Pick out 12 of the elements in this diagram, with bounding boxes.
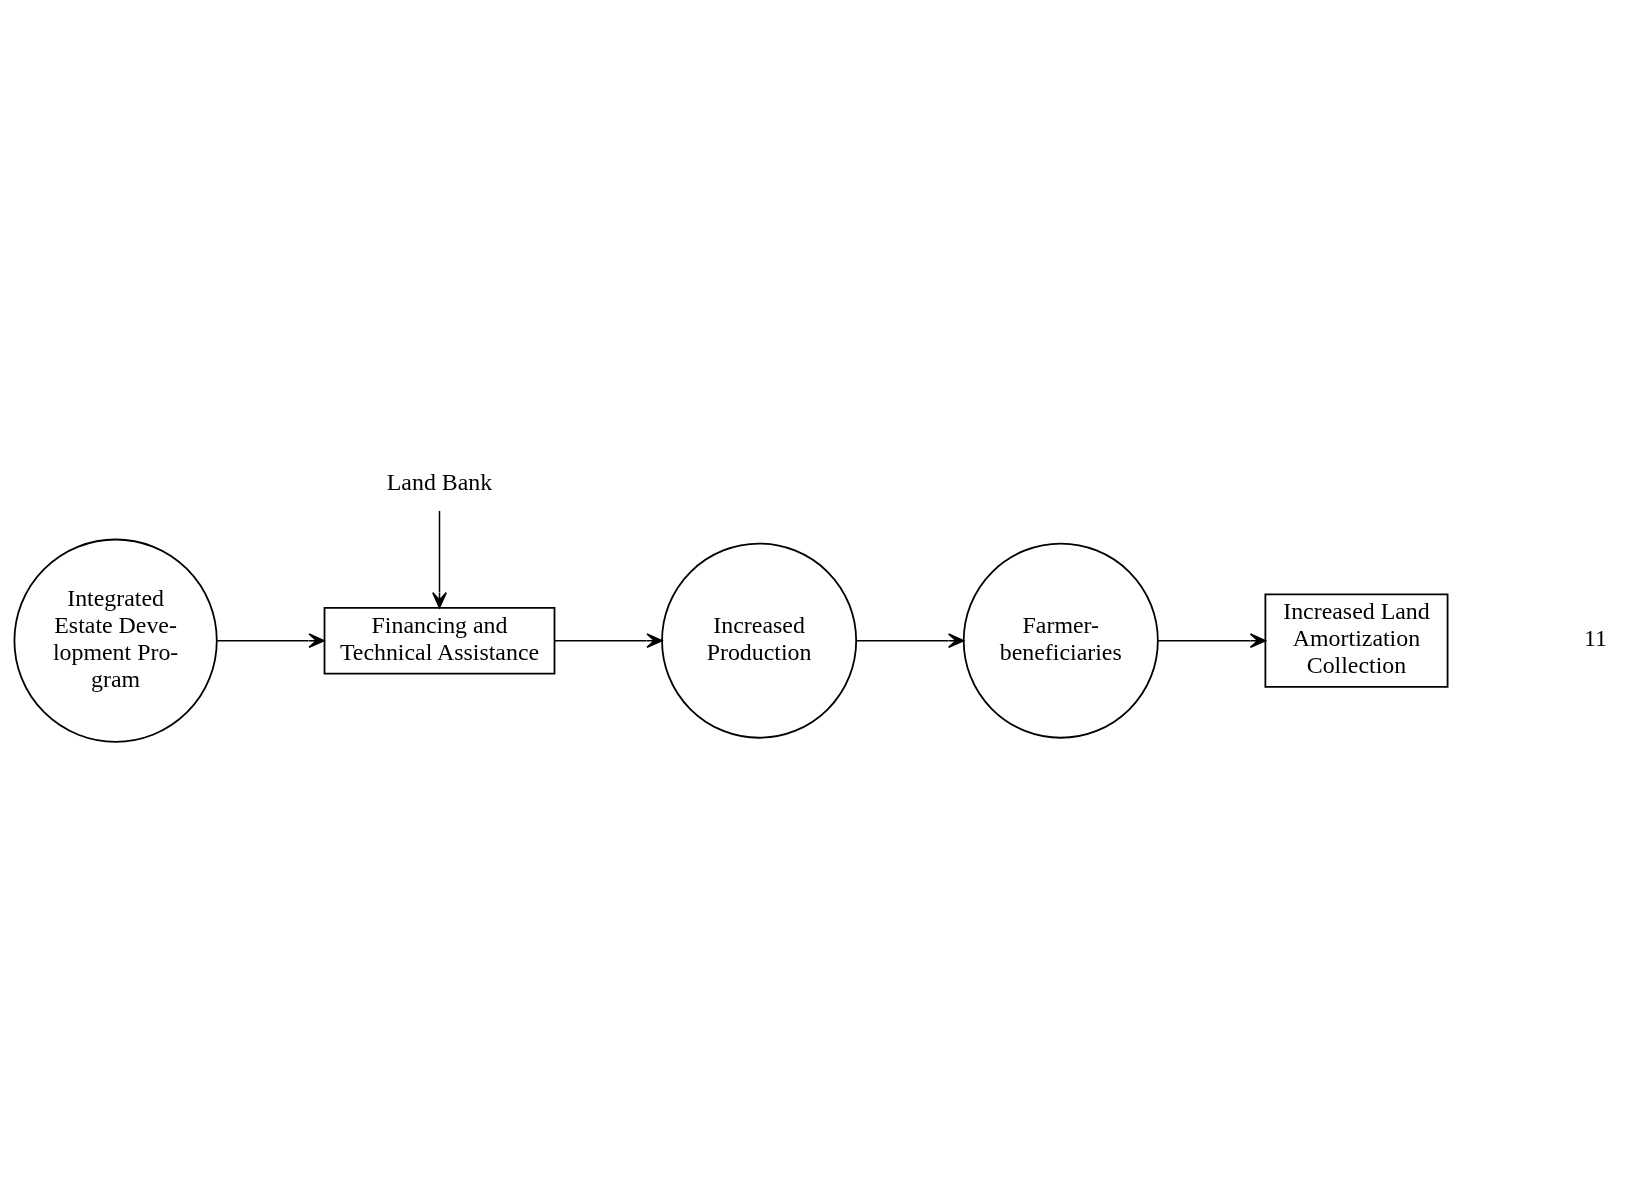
node-circle: Farmer- beneficiaries <box>962 542 1159 739</box>
node-box: Increased Land Amortization Collection <box>1264 592 1449 688</box>
arrow <box>216 632 325 648</box>
arrow <box>1157 632 1267 648</box>
node-circle: Integrated Estate Deve- lopment Pro- gram <box>13 538 218 743</box>
arrow <box>855 632 965 648</box>
node-text: Land Bank <box>386 468 493 495</box>
node-box: Financing and Technical Assistance <box>323 606 556 674</box>
node-circle: Increased Production <box>661 542 858 739</box>
arrow <box>432 509 447 608</box>
label: 11 <box>1583 624 1607 651</box>
arrow <box>554 632 663 648</box>
